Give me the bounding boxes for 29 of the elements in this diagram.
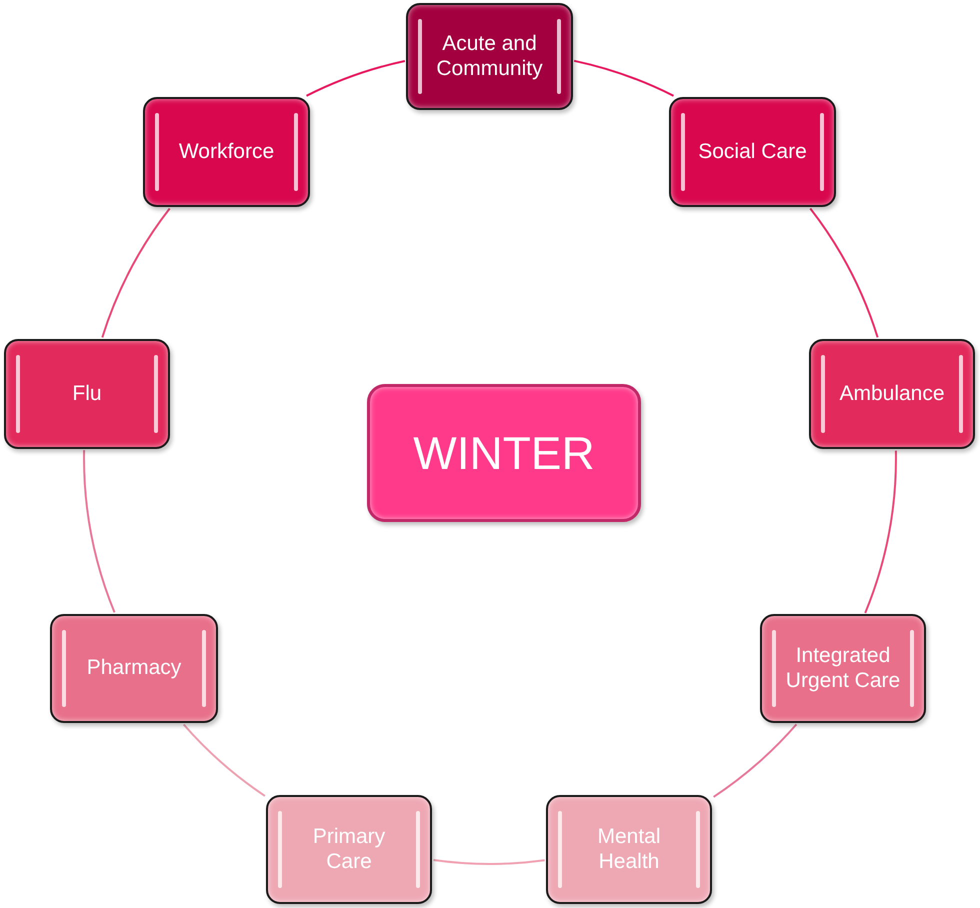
topic-box: [143, 97, 310, 207]
box-label: WINTER: [413, 426, 595, 480]
connector-arc: [574, 60, 674, 97]
connector-arc: [101, 208, 171, 338]
topic-box: [266, 795, 432, 904]
connector-arc: [433, 859, 545, 865]
box-label: Primary Care: [312, 825, 386, 874]
connector-arc: [713, 724, 798, 798]
box-label: Acute and Community: [435, 32, 544, 81]
topic-box: [809, 339, 975, 449]
topic-box: [406, 3, 573, 110]
box-label: Flu: [72, 382, 102, 406]
connector-arc: [864, 450, 897, 614]
topic-box: [760, 614, 926, 723]
topic-box: [546, 795, 712, 904]
box-label: Pharmacy: [86, 656, 182, 681]
box-label: Integrated Urgent Care: [784, 644, 902, 693]
connector-arc: [182, 724, 266, 797]
box-label: Workforce: [178, 140, 274, 164]
connector-arc: [306, 60, 406, 97]
box-label: Ambulance: [839, 382, 945, 406]
topic-box: [669, 97, 836, 207]
connector-arc: [809, 208, 879, 338]
topic-box: [50, 614, 218, 723]
box-label: Mental Health: [596, 825, 662, 874]
box-label: Social Care: [698, 140, 807, 164]
center-box: [367, 384, 641, 522]
connector-arc: [83, 450, 116, 613]
topic-box: [4, 339, 170, 449]
